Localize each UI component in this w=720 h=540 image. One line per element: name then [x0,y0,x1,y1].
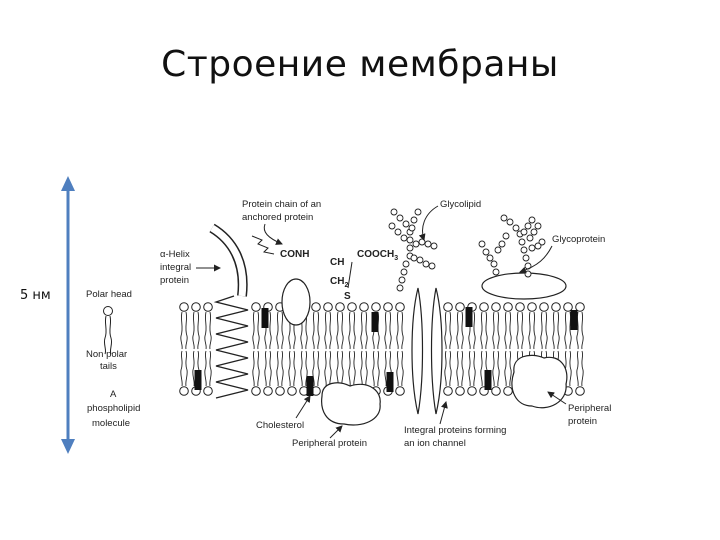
helix-label-line2: integral [160,262,191,273]
molecule-label-line1: A [110,389,117,400]
glycan-chains [388,208,546,292]
ch-label: CH [330,257,344,268]
anchored-label-line1: Protein chain of an [242,199,321,210]
alpha-helix-protein [209,223,248,297]
anchored-chain [251,235,275,255]
tails-label-line2: tails [100,361,117,372]
s-label: S [344,291,351,302]
anchored-protein-body [281,278,311,326]
tails-label-line1: Non polar [86,349,127,360]
molecule-label-line2: phospholipid [87,403,140,414]
peripheral-right-label-line1: Peripheral [568,403,611,414]
phospholipid-legend-icon [103,306,113,355]
conh-label: CONH [280,249,309,260]
polar-head-label: Polar head [86,289,132,300]
peripheral-protein-bottom [321,382,381,426]
helix-label-line1: α-Helix [160,249,190,260]
leader-arrows [196,205,567,439]
helix-coil [213,295,249,399]
glycoprotein-label: Glycoprotein [552,234,605,245]
ion-channel-label-line2: an ion channel [404,438,466,449]
scale-label: 5 нм [20,288,51,303]
helix-label-line3: protein [160,275,189,286]
glycoprotein-body [481,272,567,300]
cooch3-label: COOCH3 [357,249,398,262]
ch2-label: CH2 [330,276,348,289]
peripheral-right-label-line2: protein [568,416,597,427]
ion-channel-proteins [411,287,443,415]
anchored-label-line2: anchored protein [242,212,313,223]
ion-channel-label-line1: Integral proteins forming [404,425,506,436]
peripheral-protein-right [511,354,568,409]
slide-title: Строение мембраны [161,44,559,85]
cholesterol-label: Cholesterol [256,420,304,431]
glycolipid-label: Glycolipid [440,199,481,210]
anchor-bond [347,261,353,289]
scale-arrow [61,176,75,454]
molecule-label-line3: molecule [92,418,130,429]
peripheral-bottom-label: Peripheral protein [292,438,367,449]
